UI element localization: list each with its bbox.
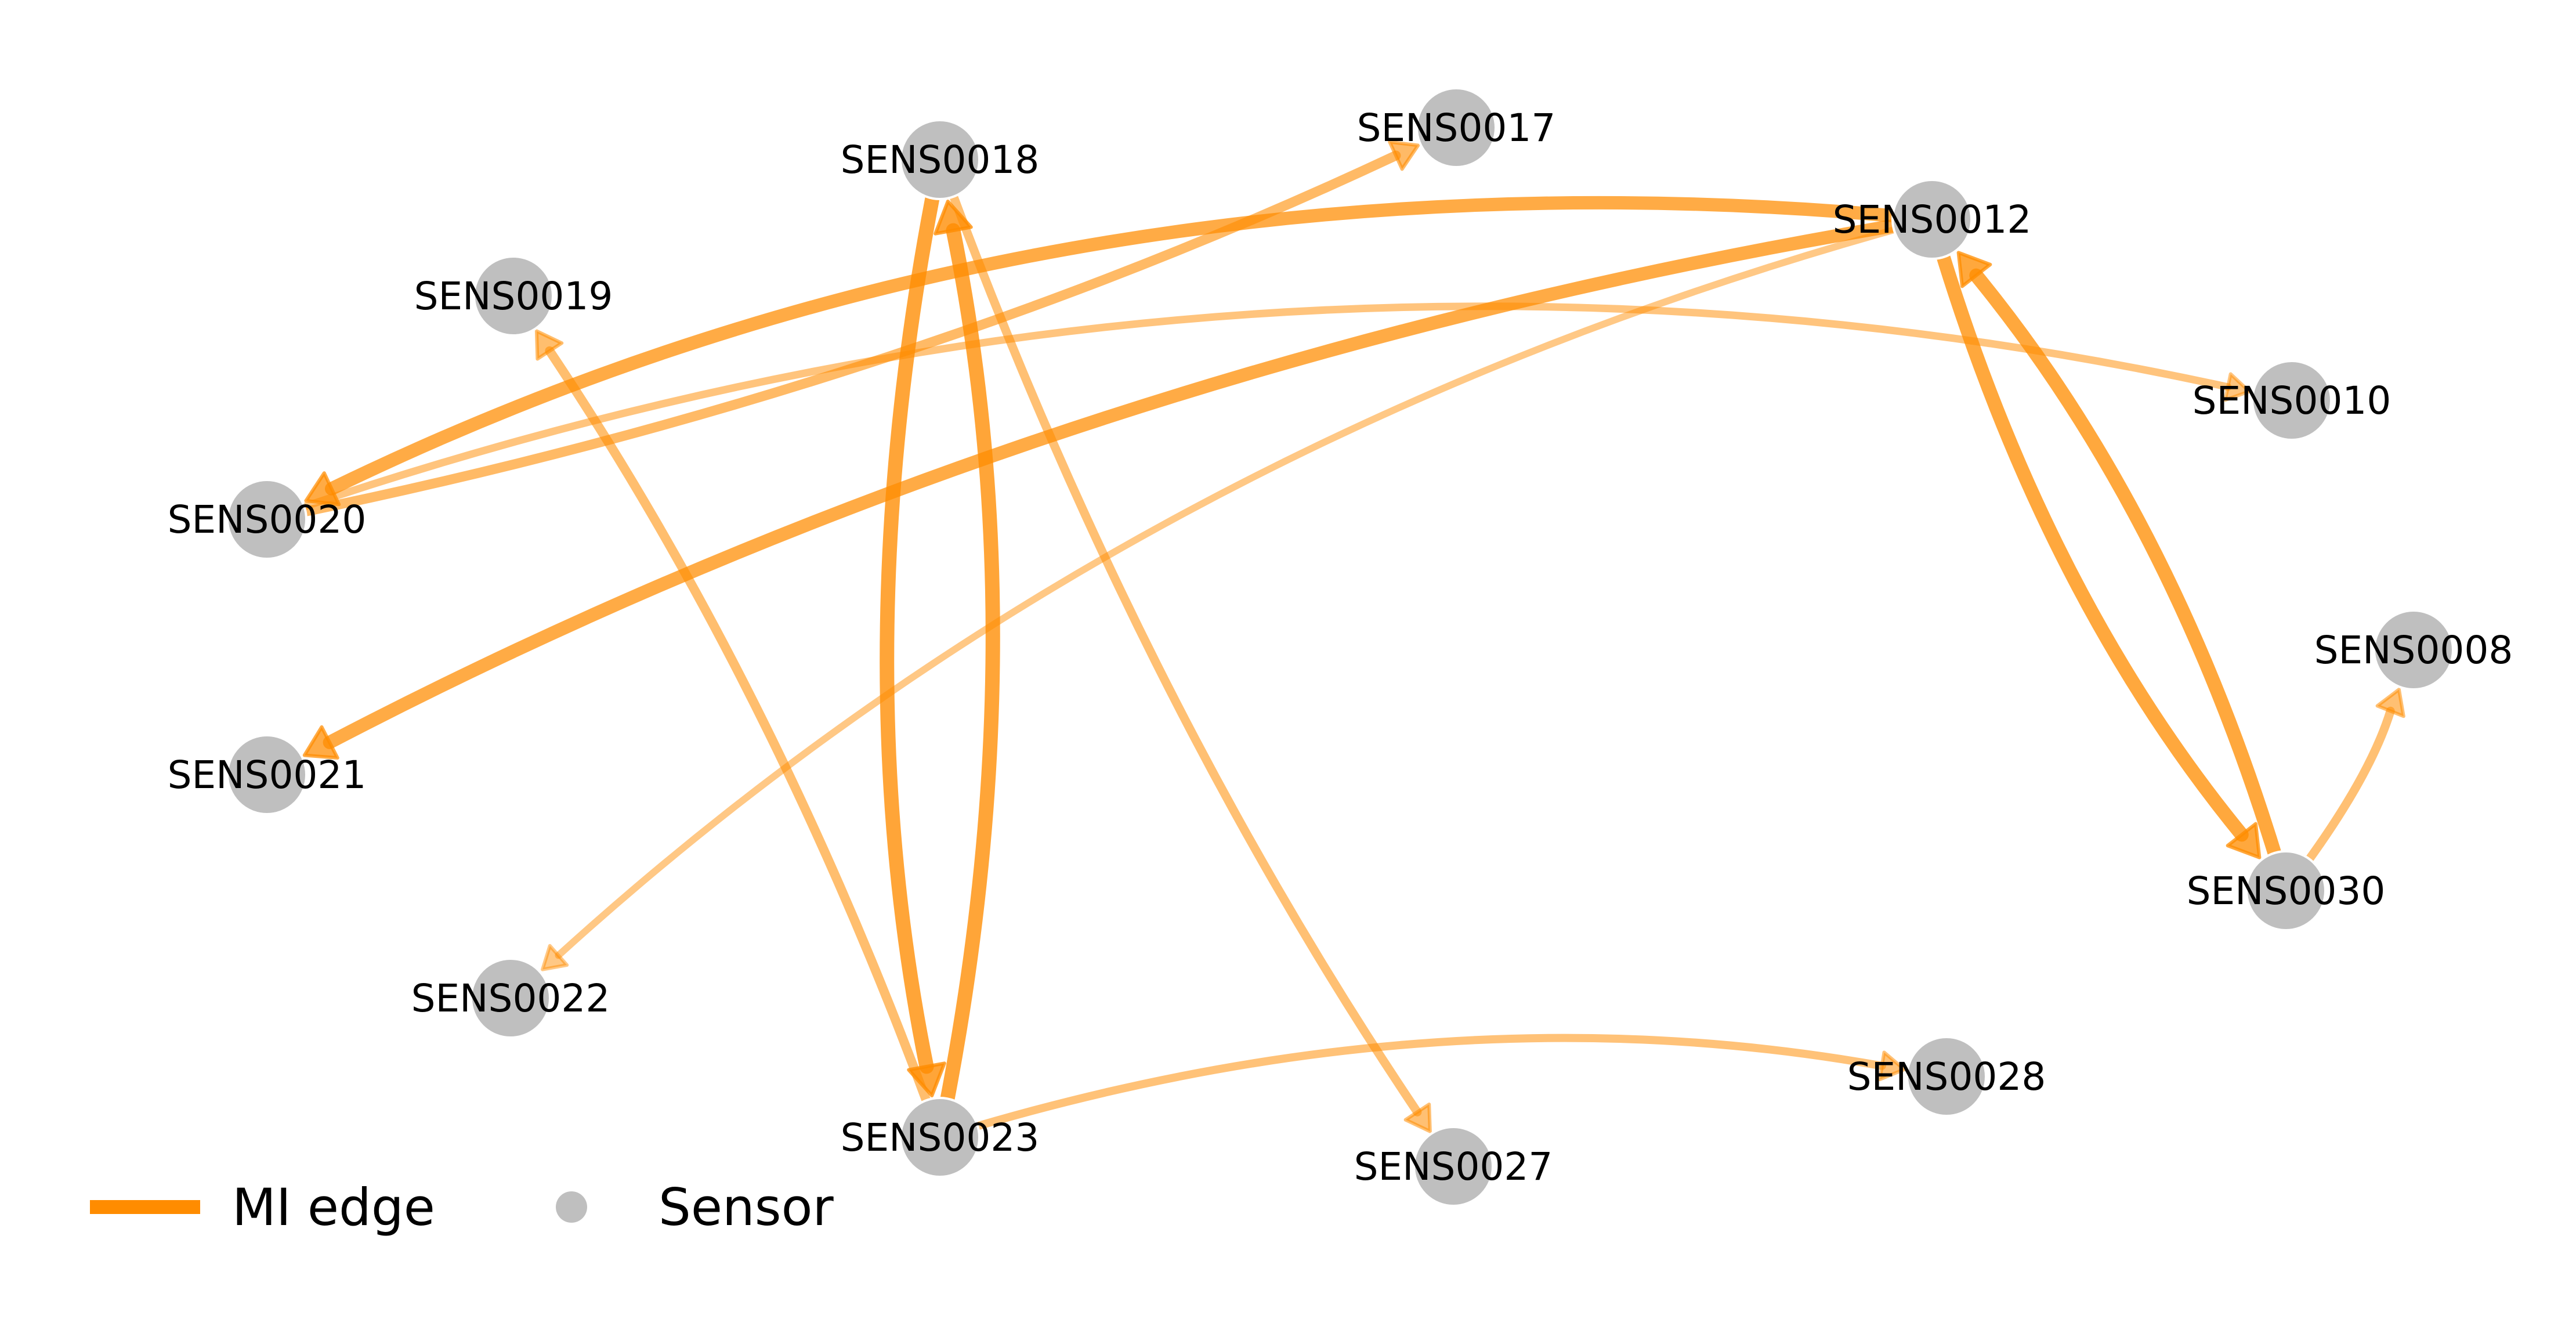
legend-node-label: Sensor — [659, 1177, 834, 1237]
edge-line — [2288, 706, 2395, 886]
edge-sens0018-to-sens0027 — [939, 166, 1432, 1133]
legend-node-swatch — [556, 1191, 587, 1223]
labels-layer: SENS0017SENS0018SENS0012SENS0019SENS0010… — [168, 106, 2513, 1189]
node-label-sens0023: SENS0023 — [841, 1115, 1040, 1160]
edges-layer — [273, 140, 2405, 1138]
edge-line — [947, 1034, 1886, 1138]
edge-arrowhead — [2226, 822, 2262, 859]
node-label-sens0017: SENS0017 — [1357, 106, 1556, 150]
legend-edge-label: MI edge — [232, 1177, 435, 1237]
edge-arrowhead — [534, 329, 564, 361]
node-label-sens0021: SENS0021 — [168, 753, 367, 797]
edge-arrowhead — [1878, 1050, 1906, 1082]
node-label-sens0019: SENS0019 — [414, 274, 613, 319]
nodes-layer — [226, 87, 2454, 1207]
edge-arrowhead — [541, 944, 569, 971]
node-sens0018 — [899, 119, 981, 200]
node-sens0012 — [1891, 179, 1973, 260]
edge-sens0020-to-sens0010 — [274, 302, 2251, 519]
edge-arrowhead — [302, 725, 339, 760]
node-sens0010 — [2251, 360, 2332, 441]
node-sens0028 — [1906, 1036, 1987, 1117]
edge-line — [939, 166, 1422, 1117]
edge-sens0023-to-sens0028 — [947, 1034, 1906, 1138]
edge-sens0012-to-sens0030 — [1928, 223, 2262, 859]
node-label-sens0027: SENS0027 — [1354, 1144, 1553, 1189]
edge-line — [324, 196, 1927, 496]
edge-arrowhead — [1388, 140, 1420, 171]
edge-line — [880, 164, 945, 1074]
edge-sens0023-to-sens0019 — [534, 329, 940, 1131]
node-sens0020 — [226, 479, 307, 560]
node-sens0022 — [470, 958, 551, 1039]
node-sens0008 — [2373, 609, 2454, 691]
edge-line — [274, 302, 2232, 519]
edge-arrowhead — [2223, 372, 2251, 402]
edge-sens0018-to-sens0023 — [880, 164, 946, 1097]
node-label-sens0030: SENS0030 — [2187, 869, 2386, 913]
edge-line — [555, 219, 1924, 959]
node-label-sens0020: SENS0020 — [168, 497, 367, 542]
edge-sens0030-to-sens0008 — [2288, 688, 2405, 886]
edge-line — [1928, 223, 2249, 842]
node-sens0017 — [1416, 87, 1497, 168]
node-label-sens0008: SENS0008 — [2314, 628, 2513, 673]
node-sens0023 — [899, 1097, 981, 1178]
node-label-sens0018: SENS0018 — [841, 138, 1040, 182]
edge-arrowhead — [1403, 1102, 1432, 1133]
edge-line — [935, 223, 1000, 1133]
edge-line — [323, 214, 1927, 749]
edge-line — [1969, 268, 2290, 887]
node-label-sens0012: SENS0012 — [1833, 197, 2032, 242]
edge-sens0030-to-sens0012 — [1956, 251, 2290, 887]
node-sens0019 — [473, 255, 554, 337]
legend: MI edge Sensor — [90, 1177, 834, 1237]
edge-arrowhead — [1956, 251, 1992, 288]
node-label-sens0010: SENS0010 — [2193, 378, 2392, 423]
edge-sens0012-to-sens0022 — [541, 219, 1924, 971]
node-sens0027 — [1413, 1126, 1494, 1207]
node-sens0030 — [2245, 850, 2327, 931]
edge-sens0012-to-sens0021 — [302, 214, 1927, 760]
edge-line — [545, 346, 940, 1131]
node-label-sens0022: SENS0022 — [411, 976, 610, 1021]
node-sens0021 — [226, 734, 307, 815]
node-label-sens0028: SENS0028 — [1847, 1054, 2046, 1099]
edge-arrowhead — [2375, 688, 2405, 718]
